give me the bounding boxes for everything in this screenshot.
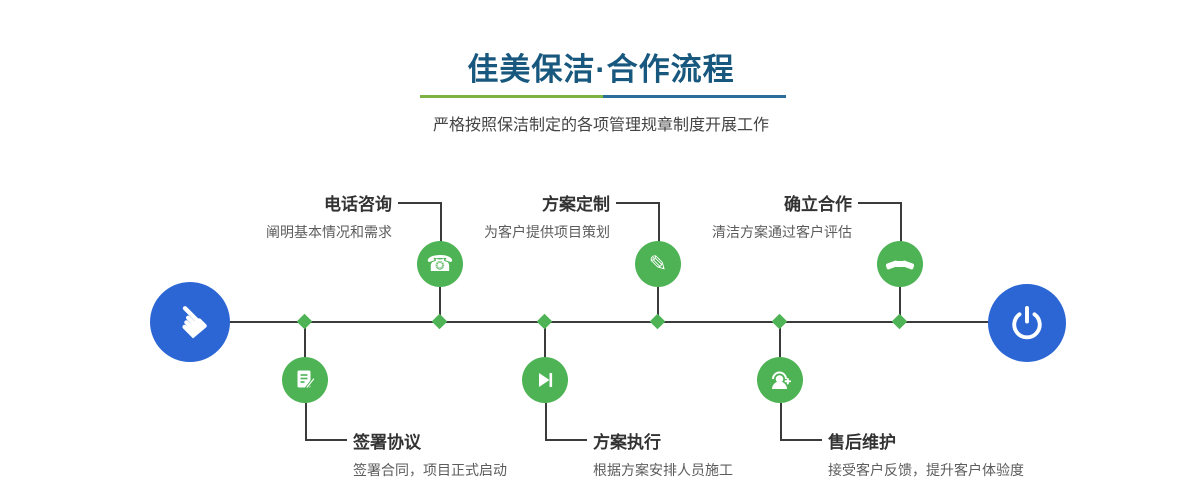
step-label: 方案定制 (542, 195, 610, 214)
step-label: 确立合作 (784, 195, 852, 214)
pencil-icon: ✎ (648, 251, 668, 276)
timeline-node-diamond (431, 313, 448, 330)
title-underline (420, 95, 786, 98)
connector-aftersales-line (779, 322, 781, 357)
connector-execute-line (544, 322, 546, 357)
step-desc: 签署合同，项目正式启动 (353, 462, 507, 478)
connector-phone-line (439, 287, 441, 322)
step-cooperate-circle (877, 241, 923, 287)
timeline-node-diamond (649, 313, 666, 330)
step-execute: 方案执行 根据方案安排人员施工 (593, 428, 913, 480)
connector-plan-line (657, 287, 659, 322)
step-phone: 电话咨询 阐明基本情况和需求 (72, 190, 392, 242)
page-subtitle: 严格按照保洁制定的各项管理规章制度开展工作 (432, 117, 769, 134)
power-icon (1012, 306, 1042, 340)
connector-contract-line (304, 322, 306, 357)
step-label: 电话咨询 (324, 195, 392, 214)
connector-execute-label (545, 403, 587, 441)
connector-plan-label (616, 202, 660, 243)
step-aftersales: 售后维护 接受客户反馈，提升客户体验度 (828, 428, 1148, 480)
step-cooperate: 确立合作 清洁方案通过客户评估 (532, 190, 852, 242)
connector-phone-label (398, 202, 442, 243)
step-aftersales-circle (757, 357, 803, 403)
connector-cooperate-line (899, 287, 901, 322)
step-execute-circle (522, 357, 568, 403)
step-contract-circle (282, 357, 328, 403)
step-desc: 根据方案安排人员施工 (593, 462, 733, 478)
step-desc: 阐明基本情况和需求 (266, 224, 392, 240)
headset-icon (772, 371, 791, 389)
timeline-line (190, 321, 1028, 323)
step-label: 签署协议 (353, 433, 421, 452)
step-contract: 签署协议 签署合同，项目正式启动 (353, 428, 673, 480)
step-desc: 为客户提供项目策划 (484, 224, 610, 240)
timeline-node-diamond (771, 313, 788, 330)
timeline-node-diamond (536, 313, 553, 330)
pointing-hand-icon: ☚ (160, 291, 221, 352)
page-title: 佳美保洁·合作流程 (467, 52, 735, 87)
contract-icon (297, 370, 316, 390)
play-icon (539, 373, 553, 387)
timeline-node-diamond (296, 313, 313, 330)
phone-icon: ☎ (426, 251, 454, 276)
connector-cooperate-label (858, 202, 902, 243)
step-label: 方案执行 (593, 433, 661, 452)
underline-blue-segment (603, 95, 786, 98)
timeline-start-node: ☚ (150, 282, 230, 362)
underline-green-segment (420, 95, 603, 98)
timeline-node-diamond (891, 313, 908, 330)
step-phone-circle: ☎ (417, 241, 463, 287)
connector-aftersales-label (780, 403, 822, 441)
step-plan: 方案定制 为客户提供项目策划 (290, 190, 610, 242)
step-plan-circle: ✎ (635, 241, 681, 287)
step-label: 售后维护 (828, 433, 896, 452)
timeline-end-node (988, 284, 1066, 362)
step-desc: 接受客户反馈，提升客户体验度 (828, 462, 1024, 478)
step-desc: 清洁方案通过客户评估 (712, 224, 852, 240)
connector-contract-label (305, 403, 347, 441)
handshake-icon (886, 260, 914, 270)
